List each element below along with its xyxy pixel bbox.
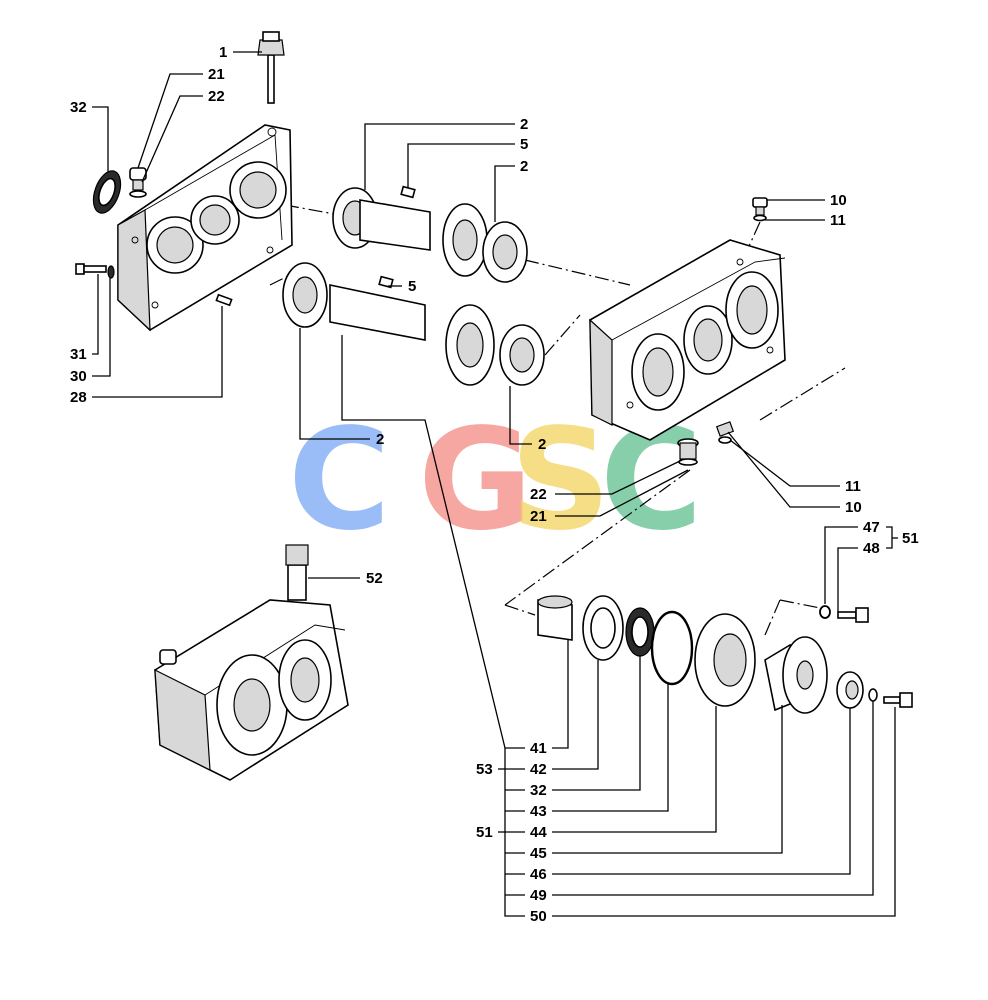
callout-41: 41	[530, 740, 547, 757]
callout-1: 1	[219, 44, 227, 61]
drain-plug-top	[752, 197, 768, 222]
breather-plug-left	[129, 167, 147, 198]
watermark-letter-3: S	[510, 399, 611, 562]
callout-51-bottom: 51	[476, 824, 493, 841]
right-housing-half	[589, 239, 786, 441]
callout-5-top: 5	[520, 136, 528, 153]
callout-47: 47	[863, 519, 880, 536]
callout-28: 28	[70, 389, 87, 406]
callout-30: 30	[70, 368, 87, 385]
callout-31: 31	[70, 346, 87, 363]
callout-22-right: 22	[530, 486, 547, 503]
dowel-pin	[215, 293, 233, 307]
callout-22-left: 22	[208, 88, 225, 105]
callout-2-lower-right: 2	[538, 436, 546, 453]
callout-53: 53	[476, 761, 493, 778]
callout-5-lower: 5	[408, 278, 416, 295]
seal-ring-left	[92, 170, 122, 214]
callout-21-right: 21	[530, 508, 547, 525]
callout-46: 46	[530, 866, 547, 883]
callout-49: 49	[530, 887, 547, 904]
callout-11-bottom: 11	[845, 478, 861, 495]
callout-2-top: 2	[520, 116, 528, 133]
callout-51-right: 51	[902, 530, 919, 547]
callout-2-lower-left: 2	[376, 431, 384, 448]
bolt-left	[75, 263, 115, 279]
breather-plug-right	[677, 438, 699, 466]
callout-32-bottom: 32	[530, 782, 547, 799]
dipstick-part	[257, 31, 285, 104]
callout-2-upper-bearing: 2	[520, 158, 528, 175]
callout-43: 43	[530, 803, 547, 820]
upper-shaft-assembly	[332, 185, 528, 283]
assembled-gearbox	[154, 544, 349, 781]
left-housing-half	[117, 124, 293, 332]
callout-10-bottom: 10	[845, 499, 862, 516]
callout-42: 42	[530, 761, 547, 778]
output-parts-series	[537, 595, 913, 714]
callout-32-left: 32	[70, 99, 87, 116]
lower-shaft-assembly	[282, 262, 545, 386]
callout-52: 52	[366, 570, 383, 587]
callout-44: 44	[530, 824, 547, 841]
callout-48: 48	[863, 540, 880, 557]
callout-50: 50	[530, 908, 547, 925]
watermark-letter-2: G	[418, 399, 533, 562]
watermark-letter-1: C	[288, 399, 391, 562]
callout-11-top: 11	[830, 212, 846, 229]
callout-labels: 1 21 22 32 31 30 28 2 5 2 5 2 2 10 11 22…	[70, 44, 919, 925]
callout-21-left: 21	[208, 66, 225, 83]
callout-10-top: 10	[830, 192, 847, 209]
callout-45: 45	[530, 845, 547, 862]
leader-lines	[92, 51, 898, 917]
